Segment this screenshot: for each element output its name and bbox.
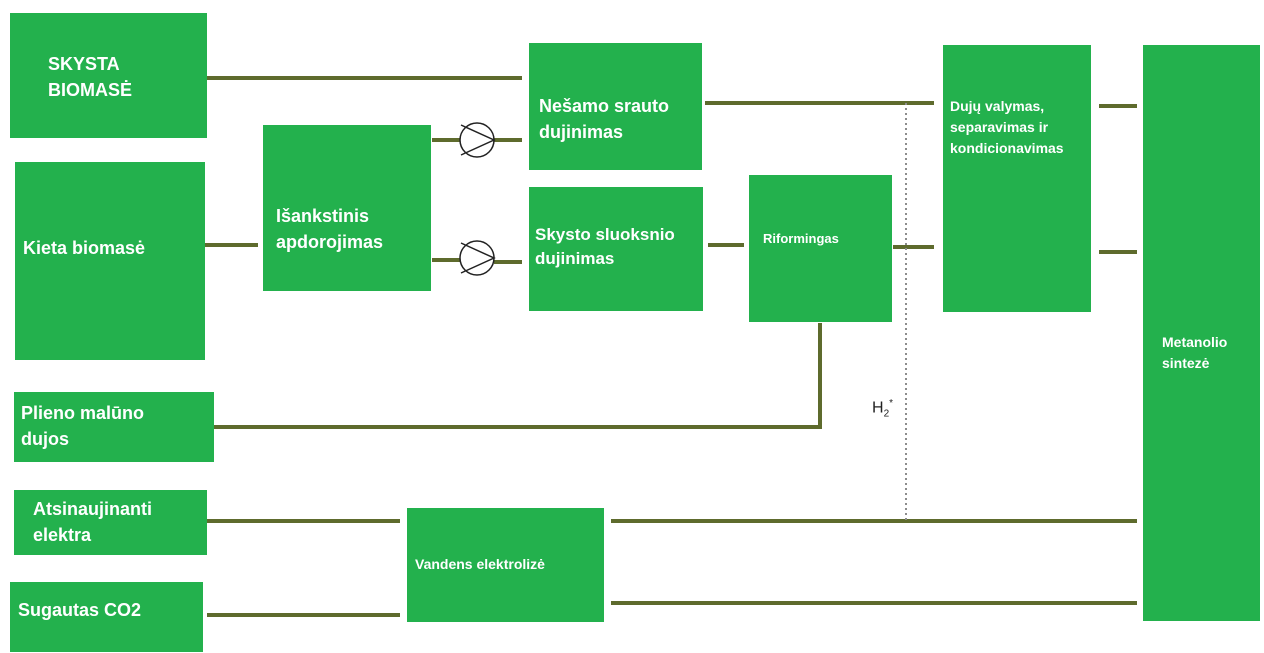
node-label: Dujų valymas, separavimas ir kondicionav… [950,98,1064,156]
pump-icon [459,122,496,158]
node-skysto-sluoksnio-dujinimas: Skysto sluoksnio dujinimas [529,187,703,311]
node-sugautas-co2: Sugautas CO2 [10,582,203,652]
node-plieno-malino-dujos: Plieno malūno dujos [14,392,214,462]
node-kieta-biomase: Kieta biomasė [15,162,205,360]
node-label: Sugautas CO2 [18,600,142,620]
node-label: Išankstinis apdorojimas [276,206,384,252]
node-label: Riformingas [763,231,839,246]
node-label: Nešamo srauto dujinimas [539,96,670,142]
node-vandens-elektrolize: Vandens elektrolizė [407,508,604,622]
node-metanolio-sinteze: Metanolio sintezė [1143,45,1260,621]
node-label: Metanolio sintezė [1162,334,1228,371]
pump-icon [459,240,496,276]
node-label: Kieta biomasė [23,238,146,258]
node-duju-valymas: Dujų valymas, separavimas ir kondicionav… [943,45,1091,312]
node-skysta-biomase: SKYSTA BIOMASĖ [10,13,207,138]
node-isankstinis-apdorojimas: Išankstinis apdorojimas [263,125,431,291]
node-nesamo-srauto-dujinimas: Nešamo srauto dujinimas [529,43,702,170]
node-riformingas: Riformingas [749,175,892,322]
node-atsinaujinanti-elektra: Atsinaujinanti elektra [14,490,207,555]
node-label: Skysto sluoksnio dujinimas [535,225,675,268]
node-label: Atsinaujinanti elektra [33,499,153,545]
h2-label: H2* [872,398,894,420]
node-label: Plieno malūno dujos [21,403,145,449]
node-label: SKYSTA BIOMASĖ [48,54,133,100]
node-label: Vandens elektrolizė [415,556,545,572]
